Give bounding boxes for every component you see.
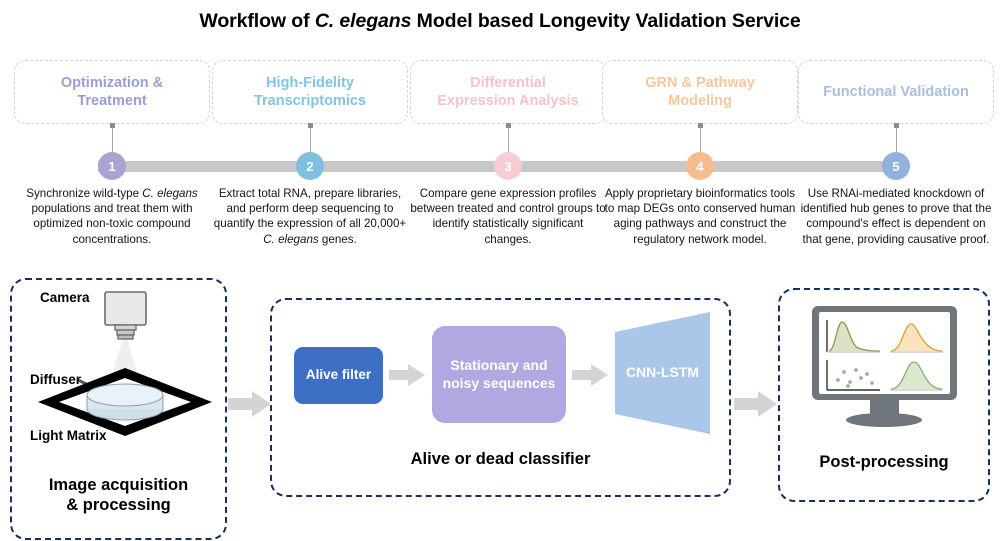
- sequences-label-line2: noisy sequences: [442, 374, 556, 391]
- monitor-stand-icon: [870, 400, 899, 417]
- arrow-filter-to-sequences: [389, 364, 425, 386]
- camera-lens-icon: [114, 324, 137, 331]
- alive-filter-label: Alive filter: [305, 367, 372, 383]
- step-description-5: Use RNAi-mediated knockdown of identifie…: [798, 186, 994, 247]
- step-box-5[interactable]: Functional Validation: [798, 60, 994, 124]
- sequences-node[interactable]: Stationary and noisy sequences: [432, 326, 566, 423]
- postprocessing-panel: Post-processing: [778, 288, 990, 502]
- cnn-lstm-trapezoid-icon[interactable]: [615, 312, 710, 434]
- step-connector-cap-2: [307, 123, 313, 128]
- step-connector-4: [699, 124, 701, 158]
- arrow-sequences-to-cnnlstm: [572, 364, 608, 386]
- cnn-lstm-label: CNN-LSTM: [625, 364, 700, 381]
- mini-plot-orange: [890, 323, 943, 353]
- mini-plot-scatter: [826, 360, 880, 391]
- desc-post-1: populations and treat them with optimize…: [31, 202, 193, 246]
- desc-post-2: genes.: [318, 232, 357, 246]
- alive-filter-node[interactable]: Alive filter: [294, 347, 383, 404]
- desc-pre-2: Extract total RNA, prepare libraries, an…: [213, 187, 407, 231]
- step-description-3: Compare gene expression profiles between…: [410, 186, 606, 247]
- imaging-rig-illustration: [38, 291, 212, 436]
- caption-line2: & processing: [66, 495, 171, 514]
- step-number-5: 5: [892, 158, 900, 174]
- arrow-acquisition-to-classifier: [228, 391, 271, 417]
- step-number-badge-3[interactable]: 3: [494, 152, 522, 180]
- step-box-3[interactable]: Differential Expression Analysis: [410, 60, 606, 124]
- step-description-4: Apply proprietary bioinformatics tools t…: [602, 186, 798, 247]
- desc-pre-4: Apply proprietary bioinformatics tools t…: [604, 187, 796, 246]
- step-box-2[interactable]: High-Fidelity Transcriptomics: [212, 60, 408, 124]
- monitor-illustration: [812, 306, 957, 427]
- step-box-1[interactable]: Optimization & Treatment: [14, 60, 210, 124]
- step-connector-cap-4: [697, 123, 703, 128]
- sequences-label: Stationary and noisy sequences: [443, 357, 556, 391]
- step-box-line1: Differential: [470, 74, 546, 91]
- desc-italic-2: C. elegans: [263, 232, 319, 246]
- page-title: Workflow of C. elegans Model based Longe…: [0, 10, 1000, 33]
- title-post: Model based Longevity Validation Service: [411, 10, 801, 32]
- step-box-line2: Treatment: [77, 93, 147, 109]
- step-box-label-4: GRN & Pathway Modeling: [645, 74, 755, 110]
- camera-body-icon: [104, 291, 147, 326]
- step-box-label-1: Optimization & Treatment: [61, 74, 163, 110]
- step-box-line2: Expression Analysis: [437, 93, 579, 109]
- mini-plot-green-2: [890, 361, 943, 391]
- title-species: C. elegans: [314, 10, 412, 32]
- step-connector-cap-1: [109, 123, 115, 128]
- desc-pre-3: Compare gene expression profiles between…: [410, 187, 606, 246]
- caption-line1: Image acquisition: [48, 476, 189, 494]
- step-number-badge-4[interactable]: 4: [686, 152, 714, 180]
- step-connector-cap-5: [893, 123, 899, 128]
- step-box-4[interactable]: GRN & Pathway Modeling: [602, 60, 798, 124]
- step-number-badge-2[interactable]: 2: [296, 152, 324, 180]
- desc-pre-5: Use RNAi-mediated knockdown of identifie…: [800, 187, 992, 246]
- desc-pre-1: Synchronize wild-type: [26, 187, 143, 200]
- pipeline-section: Camera Diffuser Light Matrix Imag: [0, 278, 1000, 541]
- step-box-label-3: Differential Expression Analysis: [437, 74, 578, 110]
- classifier-panel: Alive filter Stationary and noisy sequen…: [270, 298, 731, 497]
- image-acquisition-caption: Image acquisition & processing: [12, 476, 225, 516]
- step-description-1: Synchronize wild-type C. elegans populat…: [14, 186, 210, 247]
- title-pre: Workflow of: [199, 10, 315, 32]
- workflow-step-4[interactable]: GRN & Pathway Modeling 4 Apply proprieta…: [602, 60, 798, 246]
- diffuser-label: Diffuser: [30, 372, 82, 387]
- step-box-line2: Transcriptomics: [253, 93, 366, 109]
- step-number-4: 4: [696, 158, 704, 174]
- image-acquisition-panel: Camera Diffuser Light Matrix Imag: [10, 278, 227, 540]
- step-box-line1: GRN & Pathway: [645, 74, 755, 91]
- step-box-line1: High-Fidelity: [266, 74, 354, 91]
- step-number-1: 1: [108, 158, 116, 174]
- step-number-2: 2: [306, 158, 314, 174]
- light-matrix-label: Light Matrix: [30, 428, 107, 443]
- mini-plot-green-1: [826, 320, 881, 353]
- step-box-line1: Functional Validation: [823, 83, 969, 100]
- step-number-badge-5[interactable]: 5: [882, 152, 910, 180]
- workflow-step-1[interactable]: Optimization & Treatment 1 Synchronize w…: [14, 60, 210, 246]
- step-connector-cap-3: [505, 123, 511, 128]
- workflow-step-3[interactable]: Differential Expression Analysis 3 Compa…: [410, 60, 606, 246]
- step-box-line1: Optimization &: [60, 74, 164, 91]
- postprocessing-caption: Post-processing: [819, 453, 949, 471]
- cnn-lstm-node[interactable]: CNN-LSTM: [615, 312, 710, 434]
- workflow-step-2[interactable]: High-Fidelity Transcriptomics 2 Extract …: [212, 60, 408, 246]
- workflow-step-5[interactable]: Functional Validation 5 Use RNAi-mediate…: [798, 60, 994, 246]
- monitor-base-icon: [846, 413, 922, 427]
- camera-label: Camera: [40, 290, 90, 305]
- step-description-2: Extract total RNA, prepare libraries, an…: [212, 186, 408, 247]
- desc-italic-1: C. elegans: [142, 187, 198, 200]
- step-connector-3: [507, 124, 509, 158]
- step-number-badge-1[interactable]: 1: [98, 152, 126, 180]
- workflow-timeline: Optimization & Treatment 1 Synchronize w…: [0, 60, 1000, 275]
- step-box-label-2: High-Fidelity Transcriptomics: [254, 74, 366, 110]
- step-number-3: 3: [504, 158, 512, 174]
- arrow-classifier-to-postprocessing: [734, 391, 777, 417]
- step-connector-1: [111, 124, 113, 158]
- step-connector-2: [309, 124, 311, 158]
- step-box-label-5: Functional Validation: [823, 83, 969, 101]
- step-connector-5: [895, 124, 897, 158]
- classifier-caption: Alive or dead classifier: [410, 450, 591, 468]
- step-box-line2: Modeling: [668, 93, 732, 109]
- sequences-label-line1: Stationary and: [450, 357, 548, 374]
